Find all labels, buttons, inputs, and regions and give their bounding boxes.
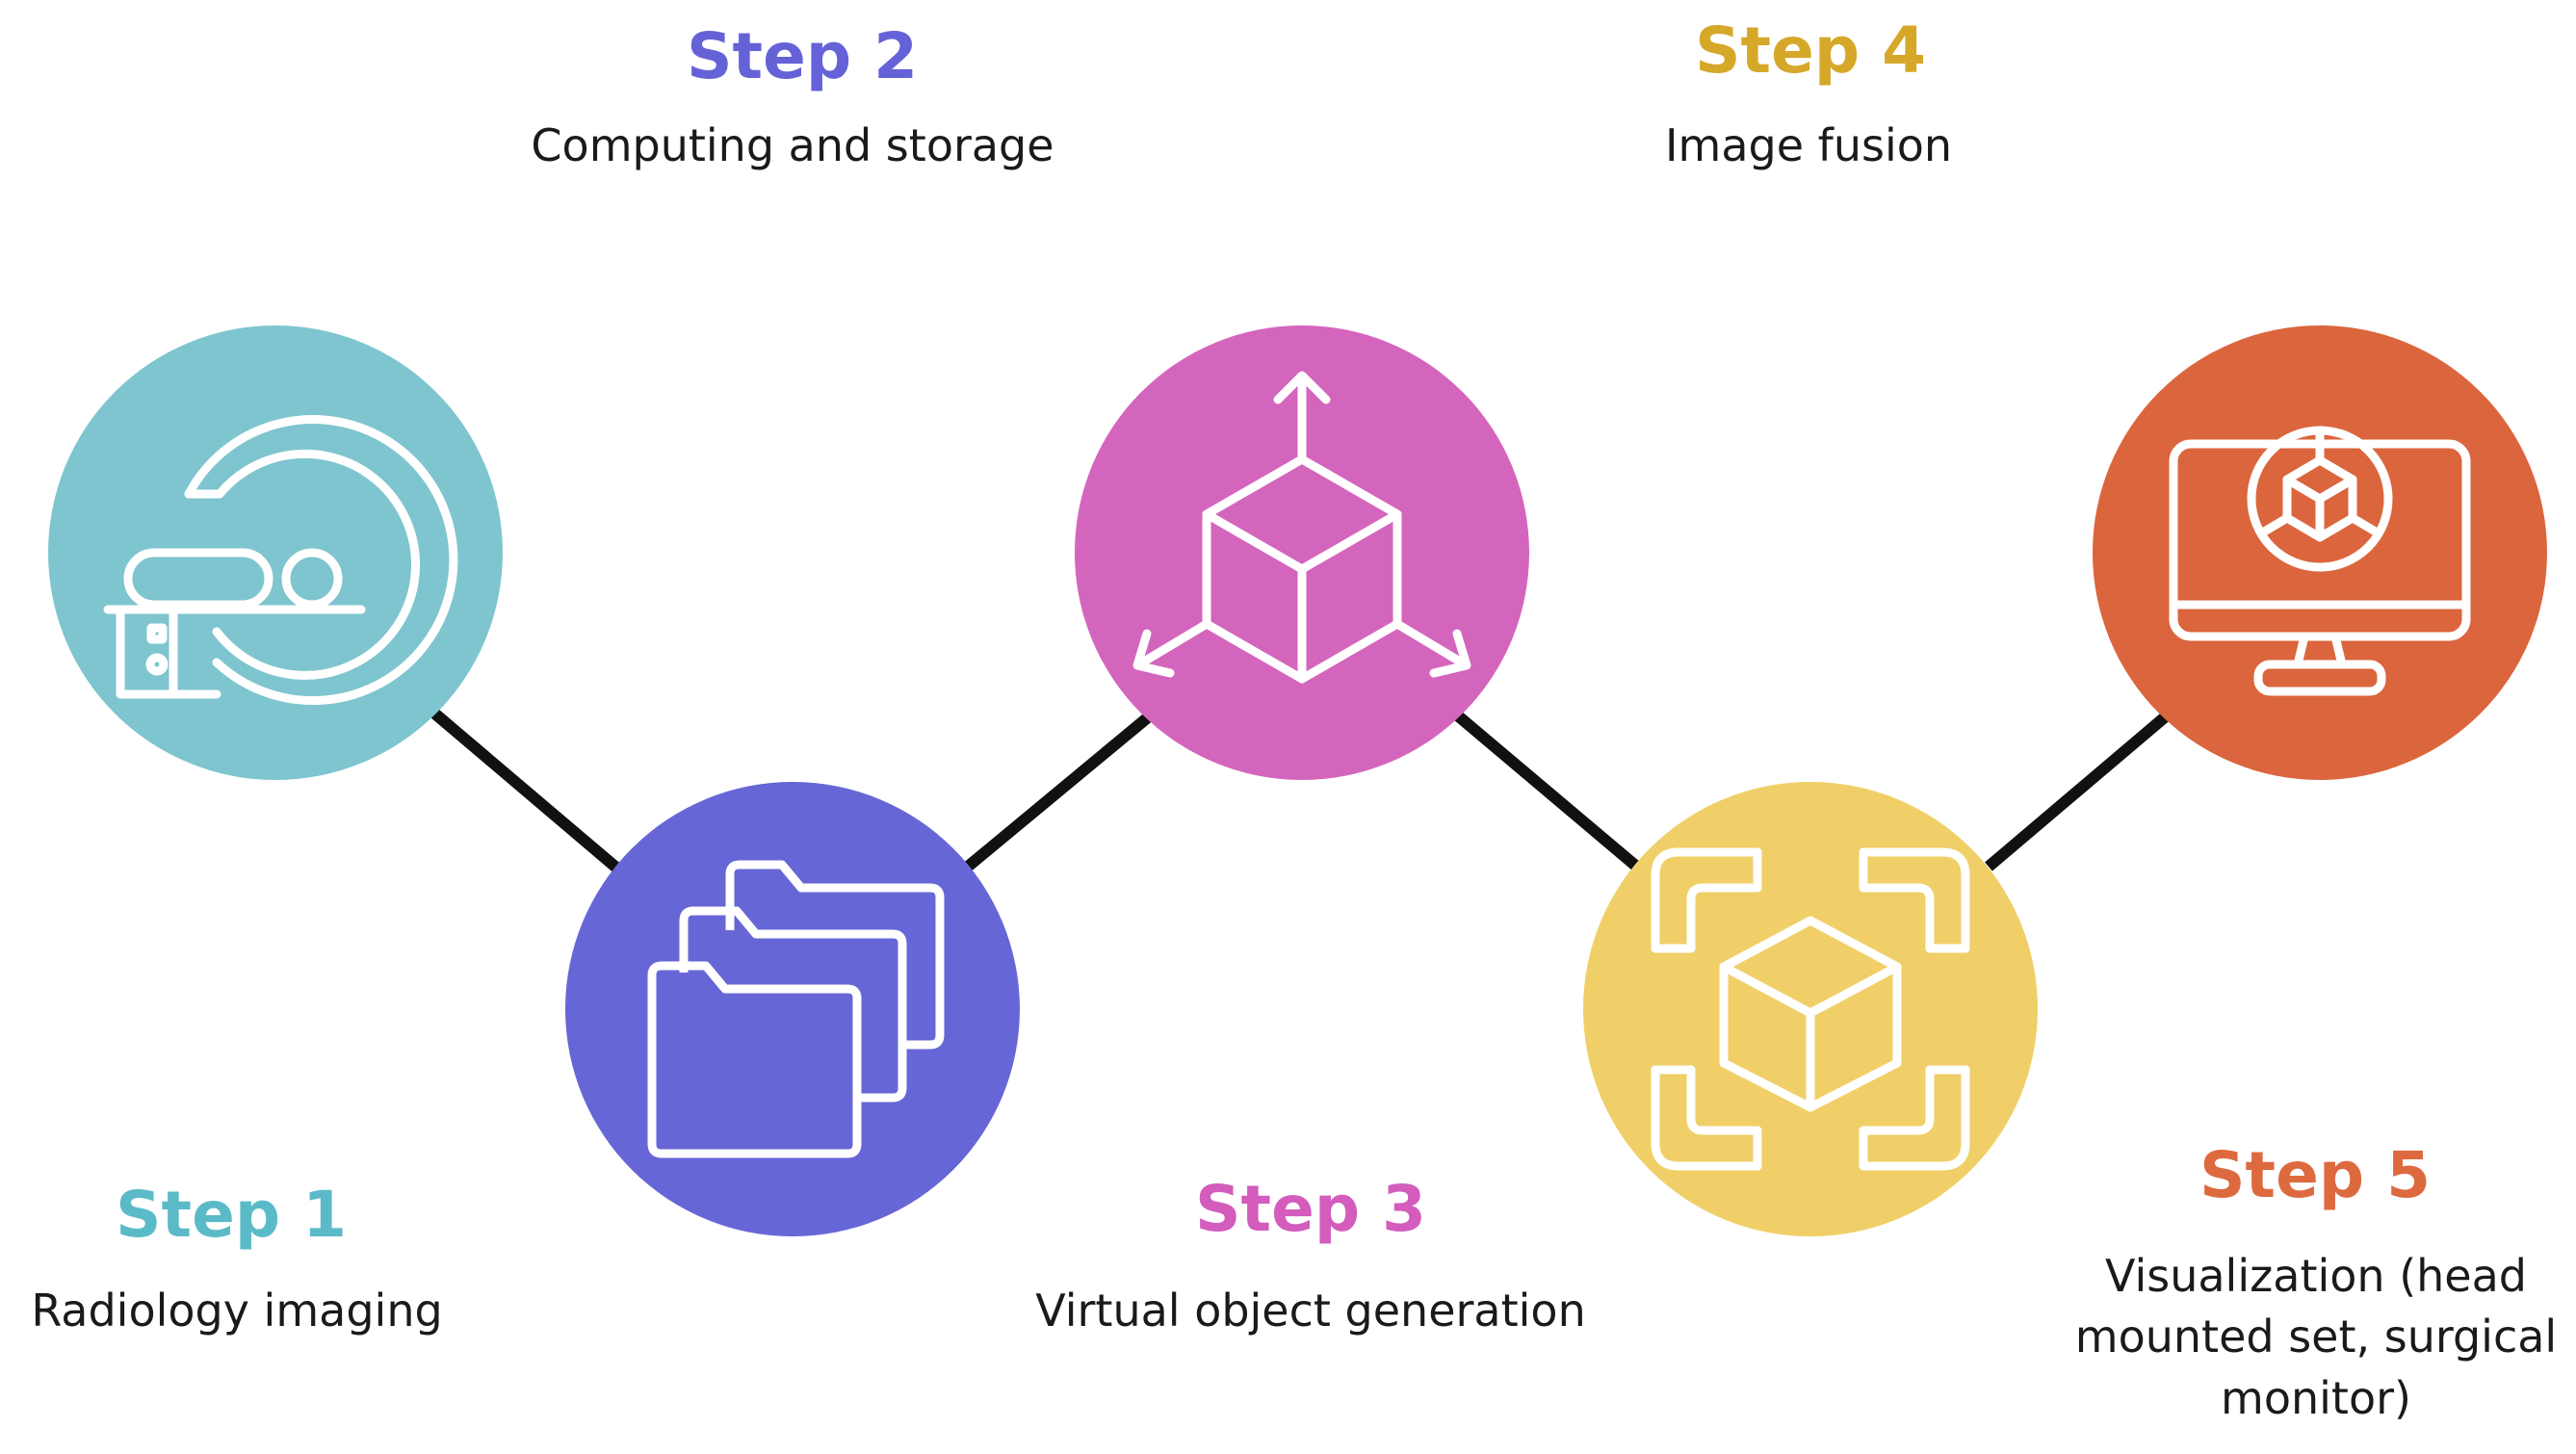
connector-step3-step4 [1450, 708, 1643, 873]
step2-title: Step 2 [687, 19, 918, 93]
step4-title: Step 4 [1695, 13, 1926, 88]
step4-node [1583, 782, 2038, 1236]
monitor-3d-icon [2169, 426, 2471, 696]
step1-circle [48, 325, 503, 780]
3d-cube-axes-icon [1132, 371, 1471, 684]
step3-node [1075, 325, 1529, 780]
mri-scanner-icon [103, 415, 458, 706]
connector-step4-step5 [1985, 706, 2176, 871]
step5-description-line-2: mounted set, surgical [2074, 1311, 2558, 1363]
connector-step2-step3 [964, 708, 1158, 871]
step2-node [565, 782, 1020, 1236]
step1-node [48, 325, 503, 780]
connectors [428, 706, 2176, 873]
step2-description: Computing and storage [531, 119, 1054, 171]
step3-title: Step 3 [1195, 1172, 1426, 1246]
step5-description-line-1: Visualization (head [2105, 1250, 2527, 1302]
step1-title: Step 1 [116, 1178, 347, 1252]
step5-title: Step 5 [2199, 1138, 2431, 1212]
step1-description: Radiology imaging [31, 1285, 443, 1337]
step2-circle [565, 782, 1020, 1236]
folders-icon [647, 860, 945, 1158]
step5-node [2093, 325, 2547, 780]
step3-circle [1075, 325, 1529, 780]
step4-description: Image fusion [1664, 119, 1953, 171]
step5-circle [2093, 325, 2547, 780]
connector-step1-step2 [428, 706, 620, 872]
step3-description: Virtual object generation [1035, 1285, 1586, 1337]
step5-description: Visualization (head mounted set, surgica… [2075, 1246, 2557, 1429]
cube-scan-icon [1651, 847, 1970, 1171]
step5-description-line-3: monitor) [2221, 1371, 2411, 1424]
